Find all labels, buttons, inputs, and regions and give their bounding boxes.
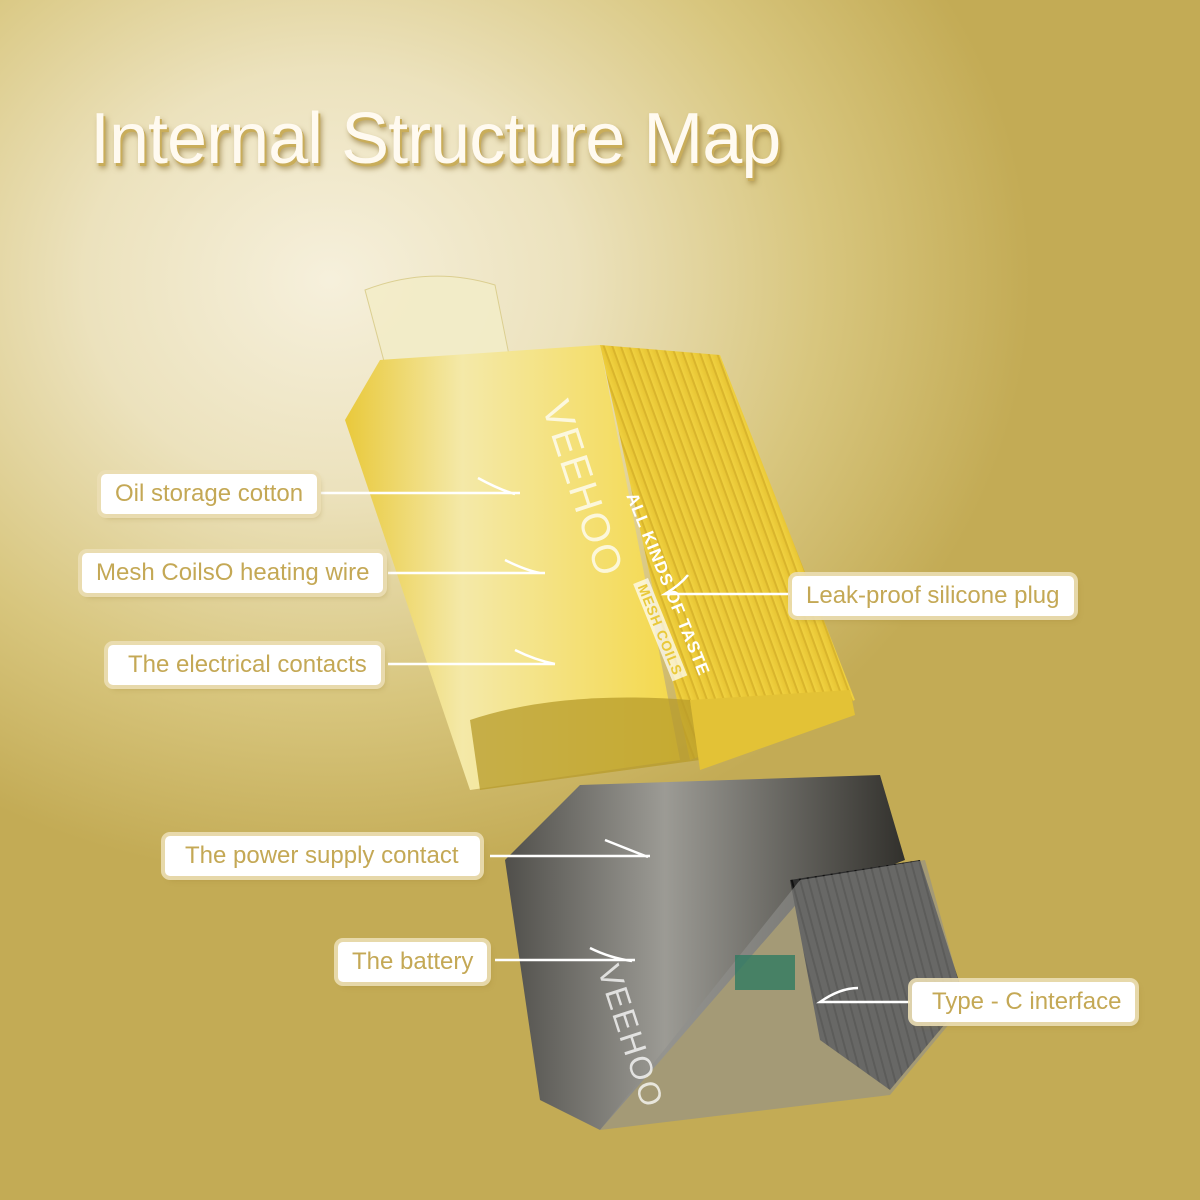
callout-electrical-contacts: The electrical contacts xyxy=(108,645,381,685)
callout-leak-proof-silicone-plug: Leak-proof silicone plug xyxy=(792,576,1074,616)
battery-base xyxy=(505,775,965,1130)
page-title: Internal Structure Map xyxy=(90,99,781,179)
callout-battery: The battery xyxy=(338,942,488,982)
pod-cartridge xyxy=(345,345,855,790)
callout-power-supply-contact: The power supply contact xyxy=(165,836,481,876)
callout-mesh-coils-heating-wire: Mesh CoilsO heating wire xyxy=(82,553,384,593)
callout-oil-storage-cotton: Oil storage cotton xyxy=(101,474,318,514)
mouthpiece xyxy=(364,275,511,366)
callout-type-c-interface: Type - C interface xyxy=(912,982,1136,1022)
callout-lines xyxy=(320,476,910,1004)
